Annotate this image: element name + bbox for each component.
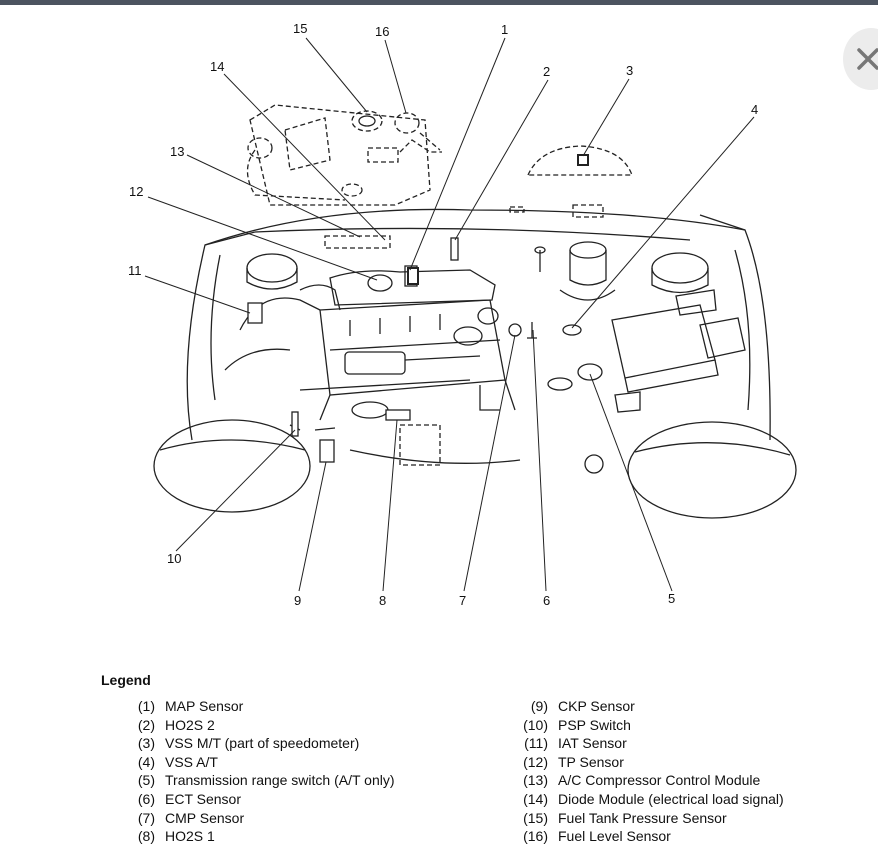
left-headlight [153, 419, 311, 513]
legend-item-number: (7) [137, 809, 155, 826]
legend-item: (14) Diode Module (electrical load signal… [520, 791, 784, 810]
callout-7: 7 [459, 593, 466, 608]
legend-item-label: TP Sensor [558, 753, 624, 770]
legend-item: (9) CKP Sensor [520, 698, 784, 717]
legend-item: (15) Fuel Tank Pressure Sensor [520, 810, 784, 829]
car-body-outline [186, 208, 771, 441]
right-side-components [534, 241, 746, 474]
legend-item: (1) MAP Sensor [133, 698, 395, 717]
legend-item: (5) Transmission range switch (A/T only) [133, 772, 395, 791]
legend-item-label: HO2S 1 [165, 828, 215, 845]
legend-item: (4) VSS A/T [133, 754, 395, 773]
legend-item: (2) HO2S 2 [133, 717, 395, 736]
legend-item-label: Transmission range switch (A/T only) [165, 772, 395, 789]
callout-2: 2 [543, 64, 550, 79]
legend-item: (6) ECT Sensor [133, 791, 395, 810]
callout-numbers: 1 2 3 4 5 6 7 8 9 10 11 12 13 14 15 16 [128, 21, 758, 608]
callout-13: 13 [170, 144, 184, 159]
legend-item: (7) CMP Sensor [133, 810, 395, 829]
legend-item-number: (5) [137, 772, 155, 789]
legend-item: (8) HO2S 1 [133, 828, 395, 847]
legend-item-label: ECT Sensor [165, 790, 241, 807]
engine-block [299, 265, 521, 466]
legend-title: Legend [101, 672, 151, 688]
callout-15: 15 [293, 21, 307, 36]
legend-item-number: (10) [523, 716, 548, 733]
legend-item-number: (2) [137, 716, 155, 733]
legend-item-label: Fuel Tank Pressure Sensor [558, 809, 727, 826]
callout-10: 10 [167, 551, 181, 566]
legend-item-label: Fuel Level Sensor [558, 828, 671, 845]
leader-lines [144, 37, 755, 592]
window-top-bar [0, 0, 878, 5]
legend-item-label: A/C Compressor Control Module [558, 772, 761, 789]
callout-8: 8 [379, 593, 386, 608]
legend-item-number: (9) [530, 698, 548, 714]
close-icon [857, 48, 878, 70]
legend-item-number: (3) [137, 735, 155, 752]
legend-item-number: (15) [523, 809, 548, 826]
legend-item-label: VSS A/T [165, 753, 218, 770]
legend-item-label: HO2S 2 [165, 716, 215, 733]
legend-item: (16) Fuel Level Sensor [520, 828, 784, 847]
legend-item: (3) VSS M/T (part of speedometer) [133, 735, 395, 754]
legend-item-number: (4) [137, 753, 155, 770]
legend-item-label: Diode Module (electrical load signal) [558, 790, 784, 807]
legend-item: (10) PSP Switch [520, 717, 784, 736]
callout-9: 9 [294, 593, 301, 608]
sensor-markers [247, 115, 603, 463]
legend-item-number: (6) [137, 790, 155, 807]
legend-item-label: CMP Sensor [165, 809, 245, 826]
legend-item-number: (13) [523, 772, 548, 789]
close-button[interactable] [843, 28, 878, 90]
legend-item-label: MAP Sensor [165, 698, 244, 714]
callout-5: 5 [668, 591, 675, 606]
legend-item-number: (1) [137, 698, 155, 714]
legend-item-label: CKP Sensor [558, 698, 635, 714]
callout-12: 12 [129, 184, 143, 199]
rear-dashed-outlines [246, 104, 633, 249]
callout-3: 3 [626, 63, 633, 78]
legend-item-number: (16) [523, 828, 548, 845]
legend-item: (13) A/C Compressor Control Module [520, 772, 784, 791]
callout-11: 11 [128, 263, 142, 278]
callout-1: 1 [501, 22, 508, 37]
legend-item-number: (8) [137, 828, 155, 845]
legend-item-number: (14) [523, 790, 548, 807]
legend-item: (11) IAT Sensor [520, 735, 784, 754]
legend-item: (12) TP Sensor [520, 754, 784, 773]
legend-item-number: (11) [524, 735, 548, 752]
callout-14: 14 [210, 59, 224, 74]
legend-left-column: (1) MAP Sensor (2) HO2S 2 (3) VSS M/T (part… [133, 698, 395, 847]
legend-right-column: (9) CKP Sensor (10) PSP Switch (11) IAT Sen… [520, 698, 784, 847]
callout-16: 16 [375, 24, 389, 39]
legend-item-number: (12) [523, 753, 548, 770]
right-headlight [627, 421, 797, 519]
callout-4: 4 [751, 102, 758, 117]
legend-item-label: VSS M/T (part of speedometer) [165, 735, 360, 752]
legend-item-label: IAT Sensor [558, 735, 627, 752]
callout-6: 6 [543, 593, 550, 608]
strut-towers [246, 252, 709, 294]
legend-item-label: PSP Switch [558, 716, 631, 733]
